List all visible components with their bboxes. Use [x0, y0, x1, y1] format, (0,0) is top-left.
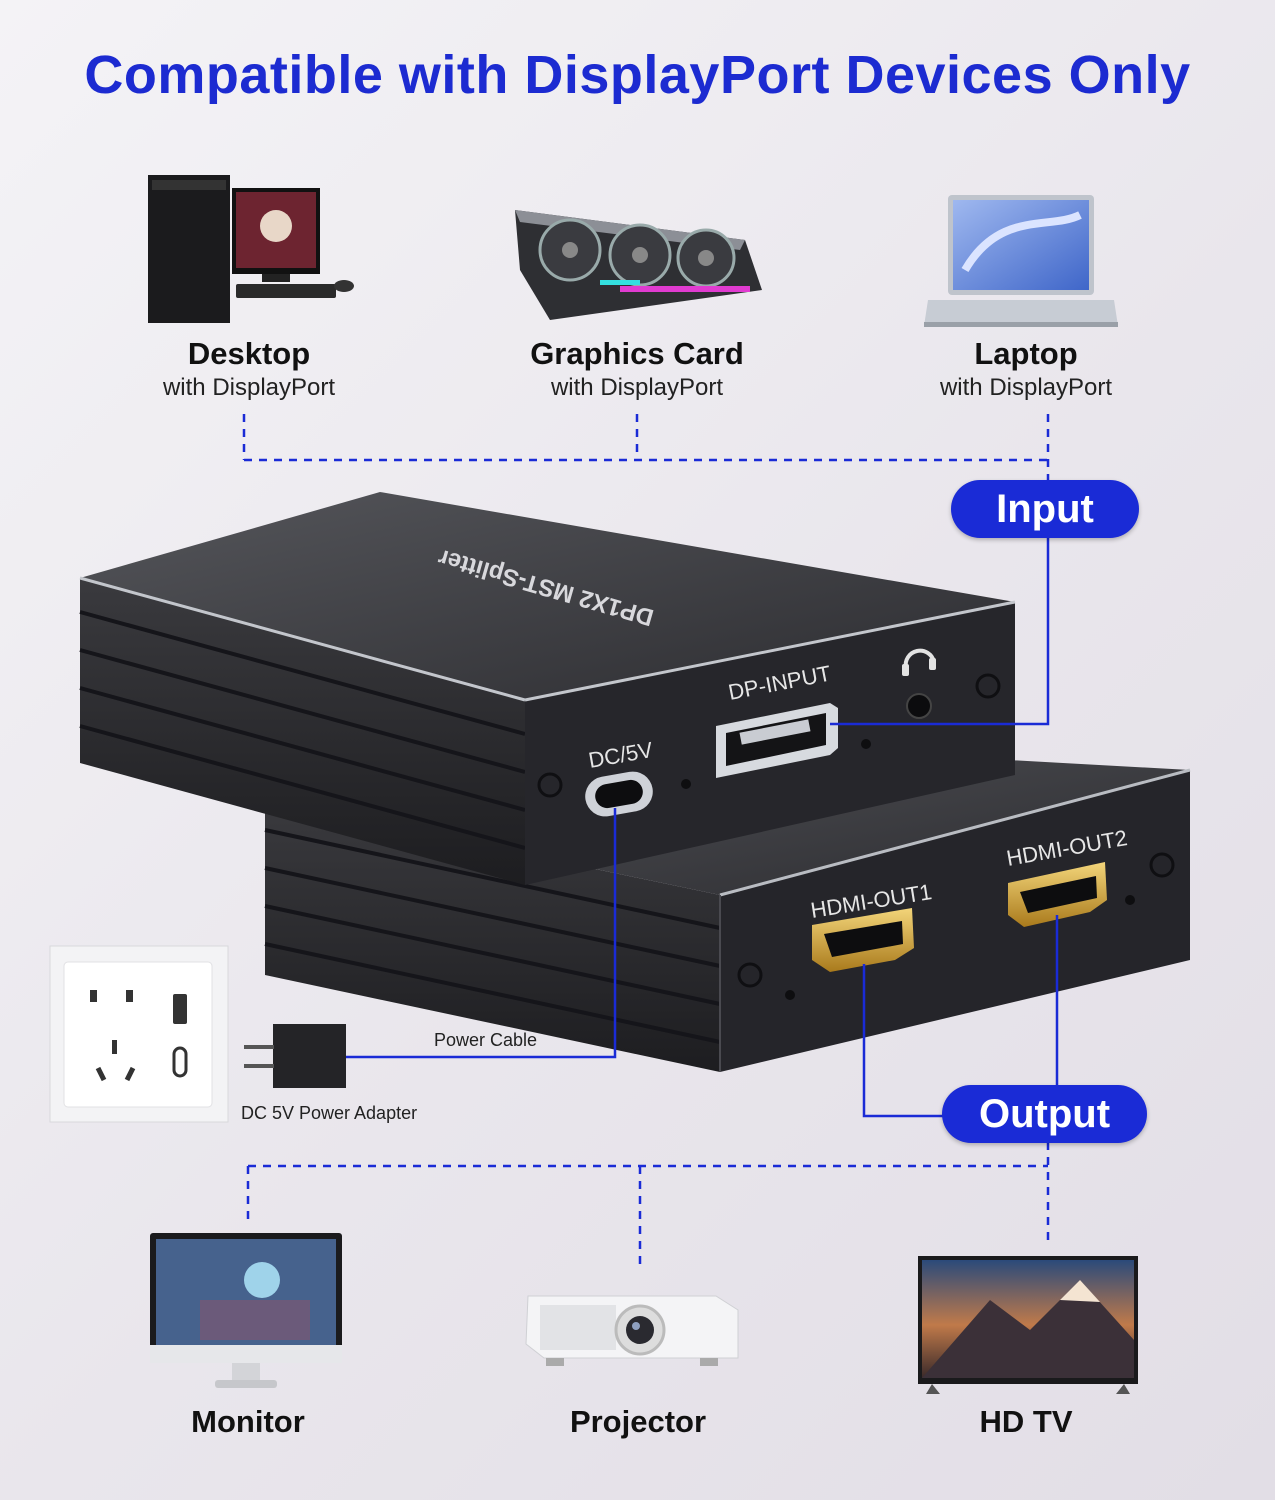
- input-desktop-sub: with DisplayPort: [162, 374, 336, 401]
- input-graphics-card-sub: with DisplayPort: [550, 374, 724, 401]
- output-badge: Output: [942, 1085, 1147, 1143]
- page-title: Compatible with DisplayPort Devices Only: [84, 45, 1191, 105]
- connection-lines: [346, 520, 1059, 1118]
- output-hd-tv-name: HD TV: [979, 1404, 1073, 1439]
- input-connector-lines: [242, 414, 1050, 480]
- wall-socket-icon: [49, 945, 229, 1123]
- desktop-pc-icon: [148, 175, 354, 323]
- output-monitor-name: Monitor: [191, 1404, 305, 1439]
- monitor-icon: [150, 1233, 342, 1388]
- input-laptop-sub: with DisplayPort: [939, 374, 1113, 401]
- output-connector-lines: [246, 1142, 1050, 1270]
- power-adapter-icon: [244, 1024, 346, 1088]
- hdmi-port-2: [1008, 862, 1107, 927]
- input-desktop-name: Desktop: [187, 336, 311, 371]
- hdmi-port-1: [812, 908, 914, 972]
- headphone-jack-icon: [902, 648, 936, 719]
- input-badge: Input: [951, 480, 1139, 538]
- output-projector-name: Projector: [569, 1404, 707, 1439]
- projector-icon: [525, 1295, 739, 1366]
- graphics-card-icon: [515, 210, 762, 320]
- usb-c-port: [585, 771, 653, 817]
- power-cable-label: Power Cable: [434, 1030, 538, 1050]
- laptop-icon: [924, 195, 1118, 327]
- displayport-port: [716, 703, 838, 778]
- hd-tv-icon: [918, 1256, 1138, 1394]
- input-laptop-name: Laptop: [974, 336, 1078, 371]
- power-adapter-label: DC 5V Power Adapter: [241, 1103, 418, 1123]
- input-graphics-card-name: Graphics Card: [530, 336, 744, 371]
